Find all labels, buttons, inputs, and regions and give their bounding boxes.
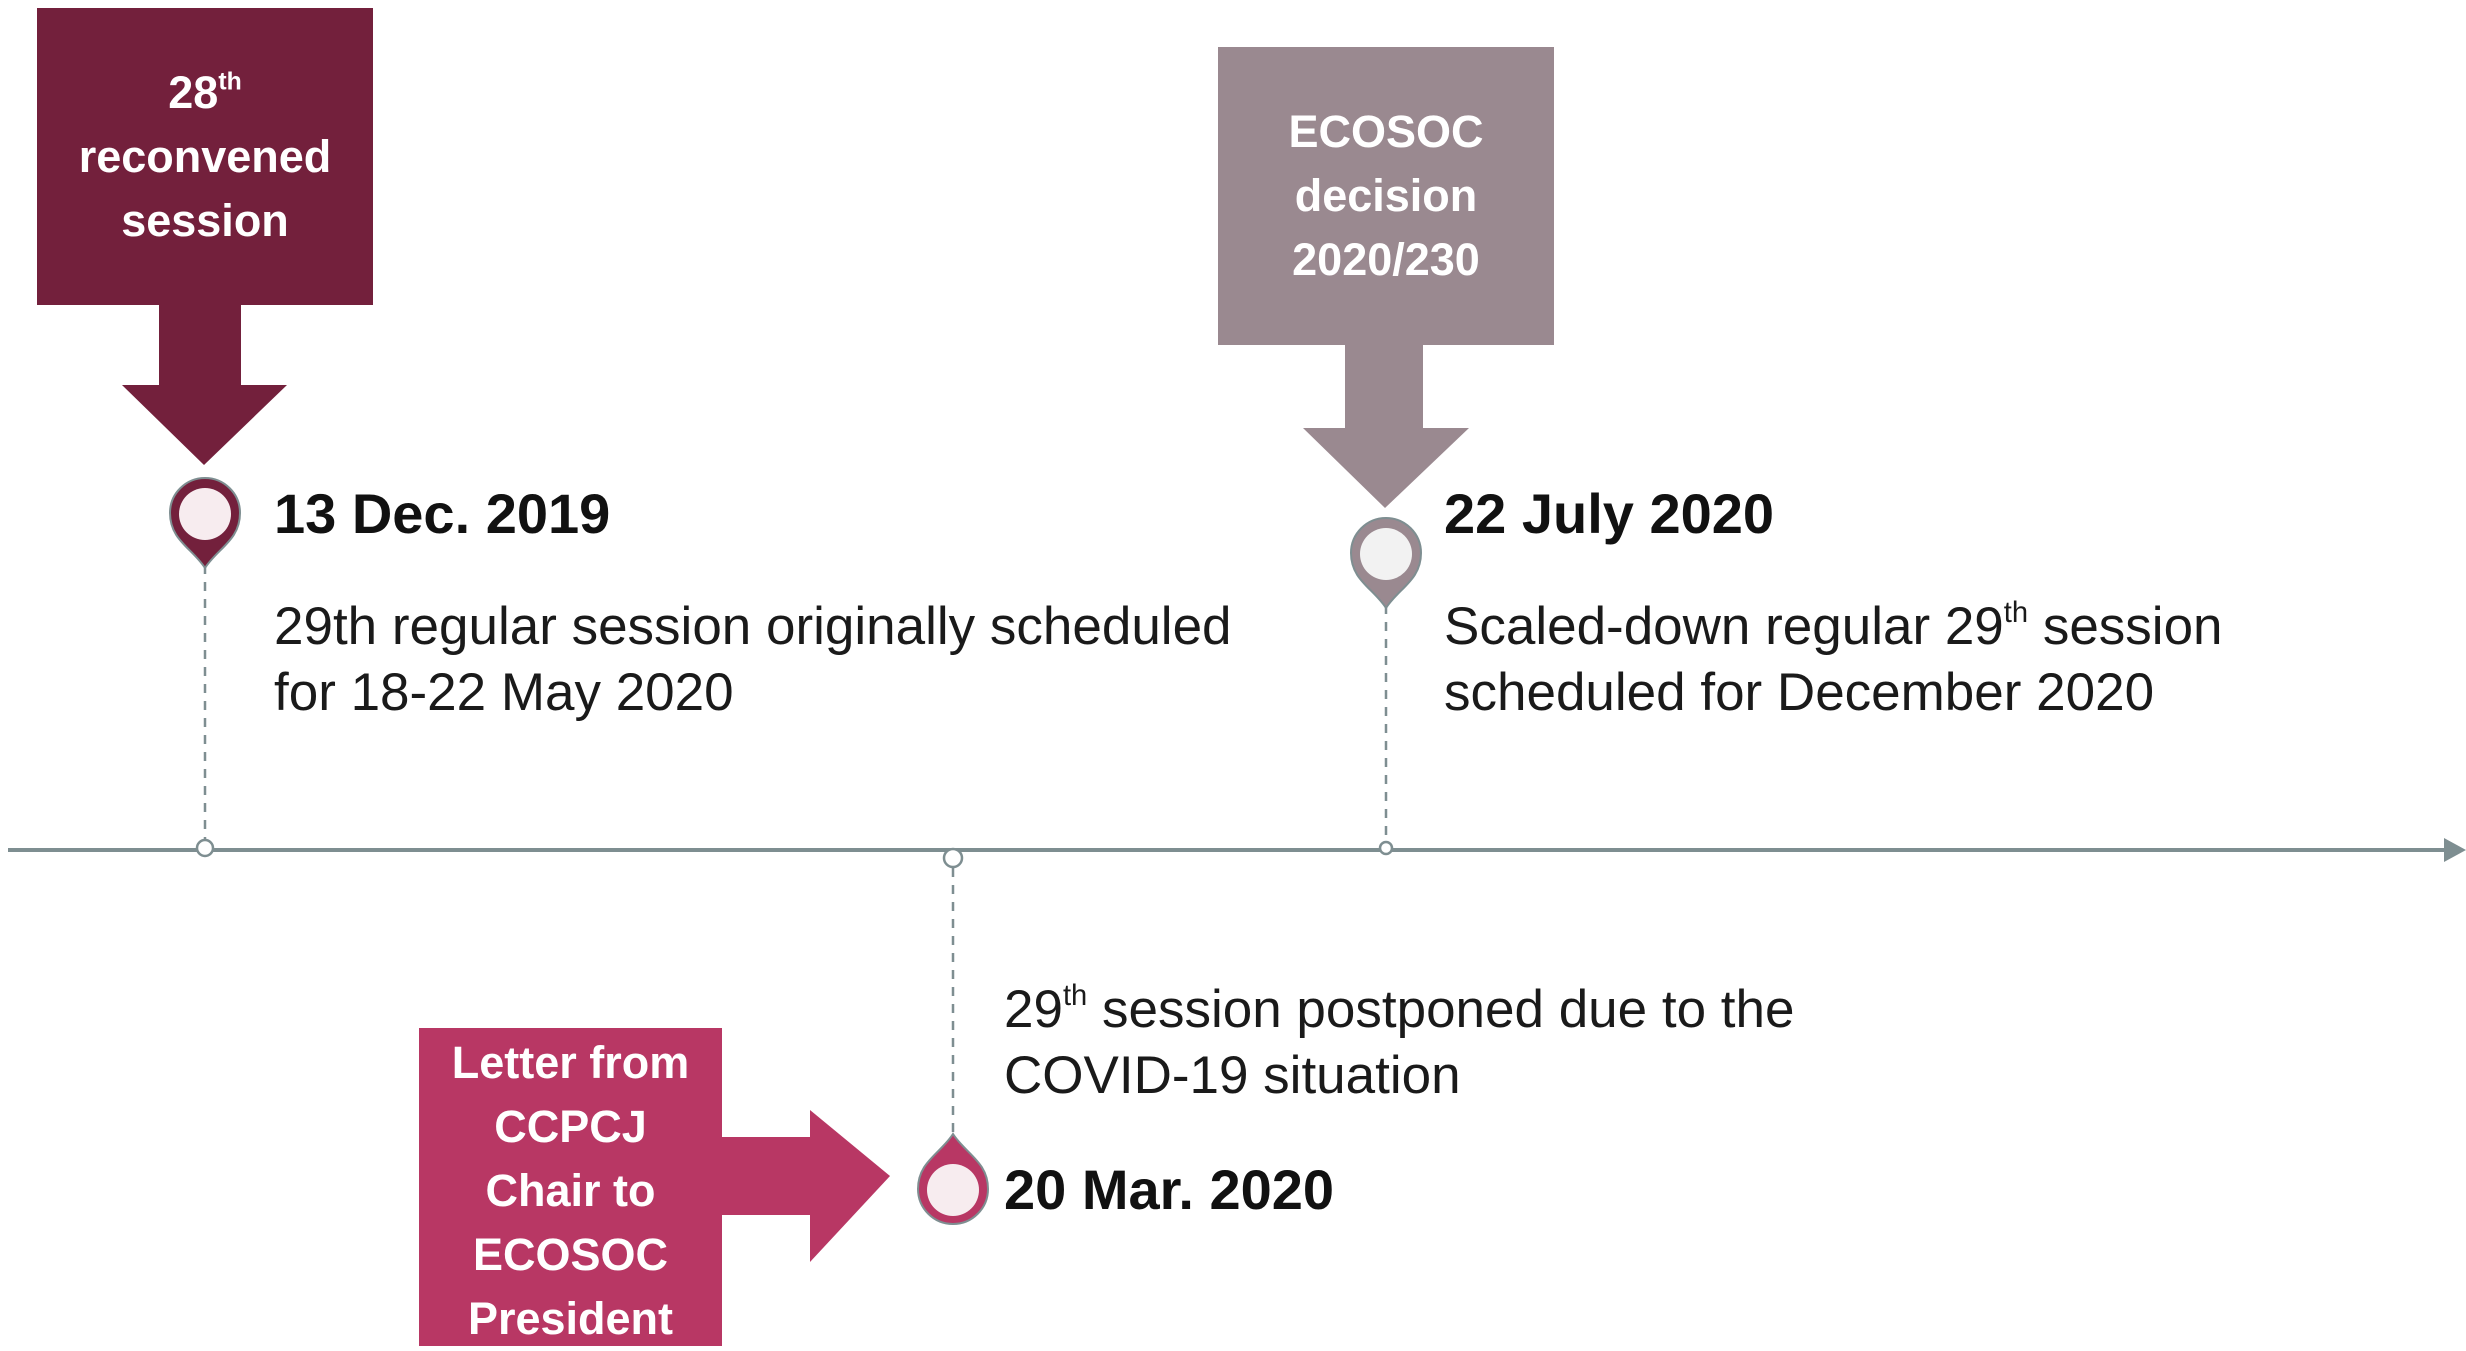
box-ordinal: 28 [168, 66, 219, 118]
arrow-shaft-mar-2020 [722, 1137, 810, 1215]
box-line: 28th [168, 61, 241, 125]
axis-marker-mar-2020 [942, 847, 964, 869]
arrow-head-jul-2020 [1303, 428, 1469, 508]
location-pin-icon [168, 477, 242, 570]
description-text: 29 [1004, 980, 1063, 1039]
box-line: ECOSOC [1288, 106, 1484, 157]
axis-marker-dec-2019 [195, 838, 215, 858]
event-description-dec-2019: 29th regular session originally schedule… [274, 594, 1232, 726]
description-line: 29th regular session originally schedule… [274, 597, 1232, 656]
arrow-head-mar-2020 [810, 1110, 890, 1262]
description-text: Scaled-down regular 29 [1444, 597, 2004, 656]
event-description-jul-2020: Scaled-down regular 29th session schedul… [1444, 594, 2223, 726]
timeline-arrowhead [2444, 838, 2466, 862]
box-line: 2020/230 [1292, 234, 1480, 285]
box-line: Chair to [485, 1165, 656, 1216]
description-text: session postponed due to the [1087, 980, 1795, 1039]
description-line: Scaled-down regular 29th session [1444, 594, 2223, 660]
event-box-letter-ccpcj: Letter from CCPCJ Chair to ECOSOC Presid… [419, 1028, 722, 1346]
axis-marker-jul-2020 [1378, 840, 1394, 856]
description-line: 29th session postponed due to the [1004, 977, 1794, 1043]
description-line: COVID-19 situation [1004, 1046, 1461, 1105]
arrow-shaft-dec-2019 [159, 305, 241, 385]
event-date-jul-2020: 22 July 2020 [1444, 482, 1775, 545]
event-description-mar-2020: 29th session postponed due to the COVID-… [1004, 977, 1794, 1109]
box-line: decision [1294, 170, 1478, 221]
event-box-ecosoc-decision: ECOSOC decision 2020/230 [1218, 47, 1554, 345]
event-date-dec-2019: 13 Dec. 2019 [274, 482, 611, 545]
ordinal-suffix: th [2003, 597, 2029, 630]
box-line: reconvened [78, 130, 332, 182]
box-line: CCPCJ [494, 1101, 647, 1152]
box-line: Letter from [451, 1037, 690, 1088]
description-text: session [2028, 597, 2223, 656]
box-ordinal-suffix: th [218, 67, 242, 95]
location-pin-icon [1349, 517, 1423, 610]
event-box-28th-reconvened-session: 28th reconvened session [37, 8, 373, 305]
event-date-mar-2020: 20 Mar. 2020 [1004, 1158, 1335, 1221]
description-line: scheduled for December 2020 [1444, 663, 2155, 722]
location-pin-icon [916, 1132, 990, 1225]
arrow-head-dec-2019 [122, 385, 287, 465]
description-line: for 18-22 May 2020 [274, 663, 734, 722]
box-line: session [121, 194, 289, 246]
box-line: President [467, 1293, 674, 1344]
box-line: ECOSOC [472, 1229, 669, 1280]
ordinal-suffix: th [1062, 980, 1088, 1013]
arrow-shaft-jul-2020 [1345, 345, 1423, 428]
